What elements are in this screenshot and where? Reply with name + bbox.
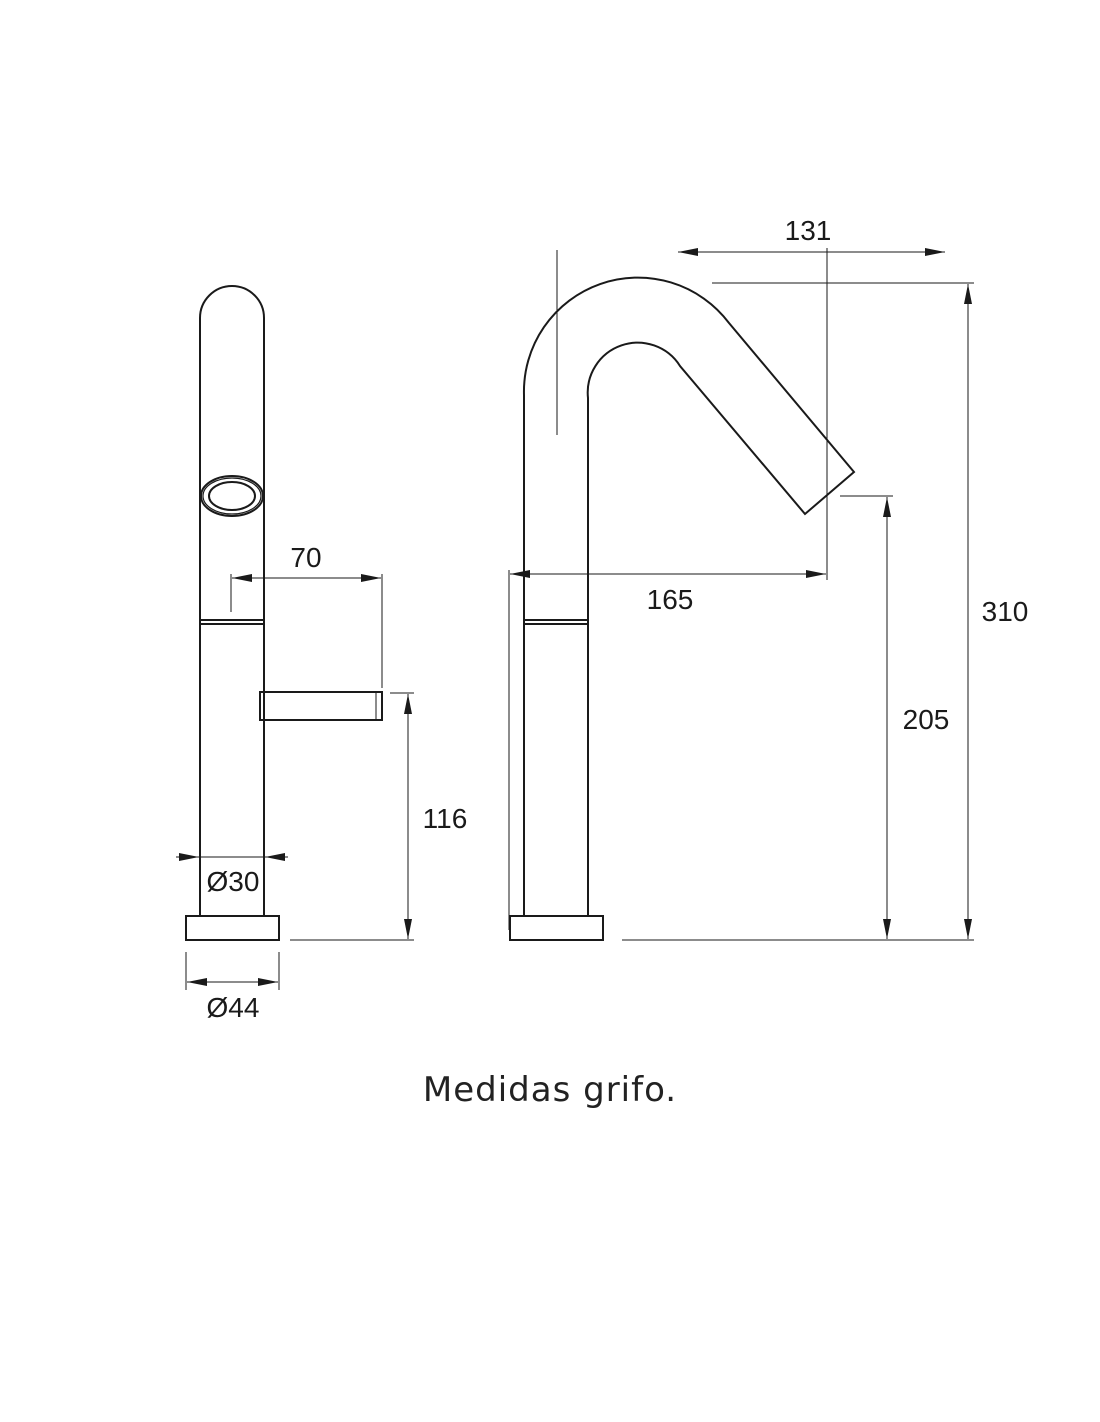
- lever: [259, 691, 383, 721]
- base-plate: [185, 915, 280, 941]
- sensor-ring-inner: [208, 481, 256, 511]
- spout-outline: [522, 276, 856, 916]
- front-view: 131 165 205 310: [508, 215, 1029, 941]
- dim-131: 131: [785, 215, 832, 246]
- dim-165: 165: [647, 584, 694, 615]
- sensor-ring-mid: [202, 477, 262, 515]
- sensor-ring-outer: [200, 475, 264, 517]
- body-outline: [199, 285, 265, 916]
- dim-70: 70: [290, 542, 321, 573]
- dim-310: 310: [982, 596, 1029, 627]
- dim-116: 116: [423, 803, 468, 834]
- dim-d44: Ø44: [207, 992, 260, 1023]
- caption: Medidas grifo.: [422, 1070, 678, 1110]
- base-plate: [509, 915, 604, 941]
- dim-205: 205: [903, 704, 950, 735]
- dim-d30: Ø30: [207, 866, 260, 897]
- side-view: 70 116 Ø30 Ø44: [176, 285, 468, 1023]
